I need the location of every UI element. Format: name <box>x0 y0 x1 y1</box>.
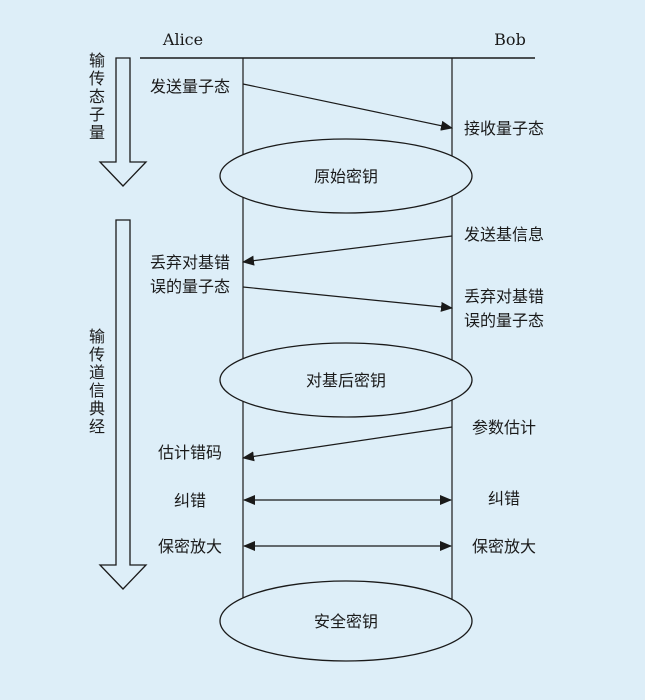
classical-phase-char: 输 <box>89 327 105 346</box>
quantum-phase-char: 传 <box>89 69 105 88</box>
bob-label: Bob <box>494 30 526 49</box>
classical-phase-label: 输 传 道 信 典 经 <box>89 327 105 436</box>
classical-phase-char: 道 <box>89 363 105 382</box>
bob-privacy-amp-label: 保密放大 <box>472 537 536 556</box>
param-est-arrow <box>242 426 453 462</box>
quantum-phase-label: 输 传 态 子 量 <box>89 51 105 142</box>
quantum-states-arrow <box>242 83 453 131</box>
alice-privacy-amp-label: 保密放大 <box>158 537 222 556</box>
bob-correction-label: 纠错 <box>488 489 520 508</box>
sifted-key-ellipse <box>219 342 473 418</box>
classical-phase-char: 信 <box>89 381 105 400</box>
alice-error-est-label: 估计错码 <box>158 443 222 462</box>
secure-key-label: 安全密钥 <box>314 612 378 631</box>
classical-phase-char: 典 <box>89 399 105 418</box>
quantum-phase-char: 子 <box>89 105 105 124</box>
classical-phase-arrow <box>98 219 148 590</box>
quantum-phase-arrow <box>98 57 148 187</box>
bob-receive-states-label: 接收量子态 <box>464 119 544 138</box>
alice-label: Alice <box>162 30 203 49</box>
bob-discard-label-line2: 误的量子态 <box>464 311 544 330</box>
alice-discard-label-line1: 丢弃对基错 <box>150 253 230 272</box>
raw-key-label: 原始密钥 <box>314 167 378 186</box>
raw-key-ellipse <box>219 138 473 214</box>
secure-key-ellipse <box>219 580 473 662</box>
classical-phase-char: 传 <box>89 345 105 364</box>
discard-arrow <box>242 286 453 312</box>
quantum-phase-char: 态 <box>89 87 105 106</box>
quantum-phase-char: 量 <box>89 123 105 142</box>
alice-correction-label: 纠错 <box>174 491 206 510</box>
basis-info-arrow <box>242 235 453 266</box>
bob-discard-label-line1: 丢弃对基错 <box>464 287 544 306</box>
bob-send-basis-label: 发送基信息 <box>464 225 544 244</box>
alice-send-states-label: 发送量子态 <box>150 77 230 96</box>
alice-discard-label-line2: 误的量子态 <box>150 277 230 296</box>
classical-phase-char: 经 <box>89 417 105 436</box>
quantum-phase-char: 输 <box>89 51 105 70</box>
bob-param-est-label: 参数估计 <box>472 418 536 437</box>
sifted-key-label: 对基后密钥 <box>306 371 386 390</box>
